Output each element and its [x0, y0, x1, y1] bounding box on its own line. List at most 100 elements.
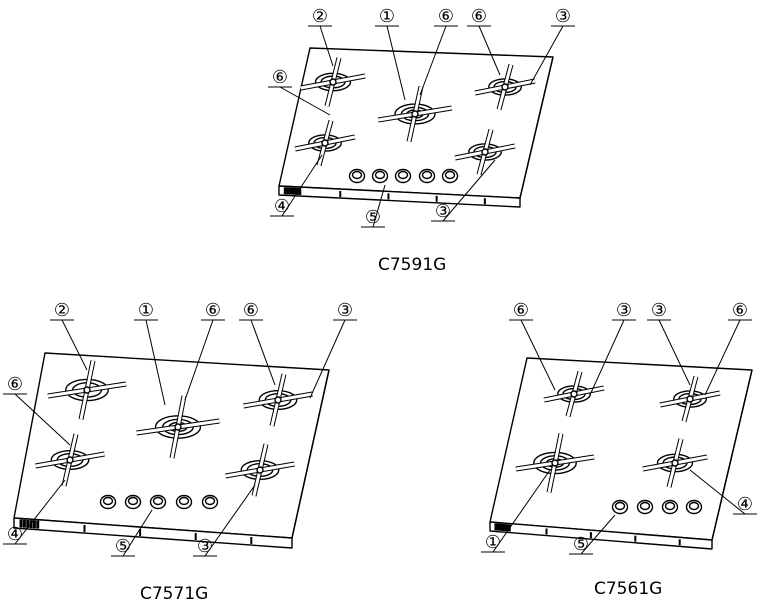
burner [642, 438, 708, 488]
control-knob-top [444, 170, 456, 180]
burner [543, 370, 605, 418]
callout: ① [481, 469, 551, 553]
callout-number: ① [379, 6, 395, 27]
clip-slot [194, 533, 197, 540]
leader-line [372, 184, 386, 228]
leader-line [492, 469, 551, 553]
clip-slot [435, 195, 438, 202]
burner-center [551, 459, 559, 467]
leader-line [689, 469, 746, 515]
control-knob-top [102, 496, 114, 506]
burner-center [671, 459, 679, 467]
burner-center [329, 78, 337, 86]
callout-number: ③ [555, 6, 571, 27]
control-knob-top [152, 496, 164, 506]
leader-line [386, 25, 406, 101]
control-knob-top [351, 170, 363, 180]
leader-line [529, 25, 564, 86]
control-knob-top [639, 501, 651, 511]
callout: ⑥ [509, 300, 556, 391]
callout: ② [308, 6, 334, 67]
callout-number: ③ [197, 536, 213, 557]
callout: ③ [309, 300, 357, 399]
model-label-c7571g: C7571G [140, 584, 209, 604]
callout: ③ [647, 300, 691, 386]
callout-number: ③ [435, 201, 451, 222]
model-label-c7561g: C7561G [594, 579, 663, 599]
callout: ④ [689, 469, 757, 515]
burner [300, 57, 366, 107]
vent-slot [26, 519, 30, 528]
burner-center [481, 148, 489, 156]
callout: ③ [589, 300, 636, 396]
callout-number: ⑥ [513, 300, 529, 321]
burner [454, 128, 516, 176]
glass-side [519, 56, 554, 199]
control-knob-top [204, 496, 216, 506]
callout-number: ④ [7, 524, 23, 545]
callout: ③ [529, 6, 575, 86]
callout-number: ① [485, 532, 501, 553]
burner-center [686, 395, 694, 403]
callout-number: ⑥ [243, 300, 259, 321]
clip-slot [589, 532, 592, 539]
callout: ④ [3, 479, 66, 545]
callout-number: ③ [616, 300, 632, 321]
glass-side [711, 369, 753, 541]
clip-slot [83, 525, 86, 532]
callout: ⑥ [239, 300, 276, 386]
burner-center [256, 466, 264, 474]
vent-slot [36, 520, 40, 529]
burner [659, 375, 721, 423]
control-knob-top [421, 170, 433, 180]
leader-line [704, 319, 741, 396]
leader-line [658, 319, 691, 386]
leader-line [281, 154, 323, 217]
callout: ② [50, 300, 88, 371]
callout-number: ① [138, 300, 154, 321]
burner-center [174, 423, 182, 431]
vent-slot [499, 523, 503, 531]
leader-line [442, 159, 496, 222]
burner [35, 433, 105, 487]
callout: ⑥ [419, 6, 458, 96]
clip-slot [483, 198, 486, 205]
callout-number: ⑤ [115, 536, 131, 557]
leader-line [309, 319, 346, 399]
vent-slot [497, 523, 501, 531]
control-knob-top [397, 170, 409, 180]
clip-slot [634, 535, 637, 542]
callout-number: ④ [737, 494, 753, 515]
callout: ⑤ [111, 509, 153, 557]
burner-center [570, 390, 578, 398]
callout: ⑥ [268, 67, 331, 116]
leader-line [520, 319, 556, 391]
leader-line [122, 509, 153, 557]
burner [294, 119, 356, 167]
leader-line [145, 319, 166, 406]
leader-line [14, 393, 71, 446]
vent-slot [502, 524, 506, 532]
vent-slot [19, 519, 23, 528]
burner-center [411, 110, 419, 118]
clip-slot [139, 529, 142, 536]
burner [47, 360, 127, 420]
callout-number: ⑥ [471, 6, 487, 27]
vent-slot [32, 520, 36, 529]
control-knob-top [127, 496, 139, 506]
burner [474, 63, 536, 111]
callout: ⑥ [704, 300, 752, 396]
control-knob-top [374, 170, 386, 180]
callout-number: ③ [337, 300, 353, 321]
burner-center [66, 456, 74, 464]
clip-slot [545, 528, 548, 535]
model-label-c7591g: C7591G [378, 255, 447, 275]
burner [225, 443, 295, 497]
callout-number: ⑤ [573, 534, 589, 555]
leader-line [14, 479, 66, 545]
callout-number: ⑥ [272, 67, 288, 88]
wok-burner [136, 395, 220, 459]
